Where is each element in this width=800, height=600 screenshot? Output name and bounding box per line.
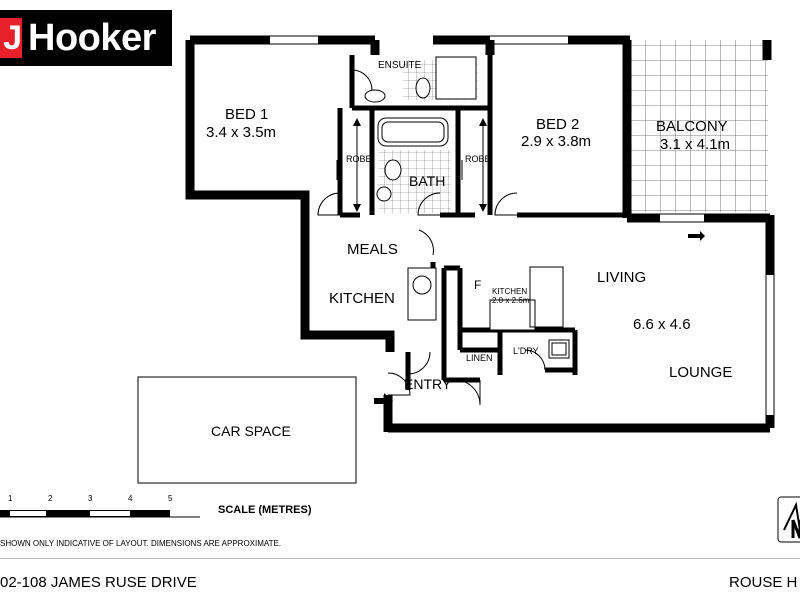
scale-label: SCALE (METRES) <box>218 504 312 516</box>
bath-label: BATH <box>409 173 446 189</box>
walls <box>185 35 775 433</box>
logo-text: Hooker <box>28 16 156 59</box>
bed1-label: BED 1 <box>225 106 269 123</box>
scale-bar <box>0 510 200 518</box>
linen-label: LINEN <box>466 353 493 363</box>
fridge-label: F <box>474 278 482 292</box>
balcony-size: 3.1 x 4.1m <box>660 136 731 153</box>
address-right: ROUSE H <box>729 574 798 591</box>
balcony-label: BALCONY <box>656 118 728 135</box>
scale-tick: 3 <box>88 494 93 503</box>
entry-label: ENTRY <box>404 376 452 392</box>
logo-mark: J <box>0 18 22 58</box>
windows <box>270 35 775 415</box>
bed1-size: 3.4 x 3.5m <box>206 124 277 141</box>
meals-label: MEALS <box>347 241 398 258</box>
footer-divider <box>0 558 800 559</box>
scale-tick: 1 <box>8 494 13 503</box>
doors <box>317 69 546 406</box>
car-space <box>137 376 357 484</box>
robe1-label: ROBE <box>346 154 372 164</box>
ensuite-label: ENSUITE <box>378 60 422 71</box>
bed2-label: BED 2 <box>536 116 580 133</box>
scale-tick: 2 <box>48 494 53 503</box>
address-left: 02-108 JAMES RUSE DRIVE <box>0 574 197 591</box>
lounge-label: LOUNGE <box>669 364 733 381</box>
disclaimer: SHOWN ONLY INDICATIVE OF LAYOUT. DIMENSI… <box>0 539 282 548</box>
laundry-label: L'DRY <box>513 346 539 356</box>
kitchen-label: KITCHEN <box>329 290 395 307</box>
living-label: LIVING <box>597 269 647 286</box>
scale-tick: 4 <box>128 494 133 503</box>
living-size: 6.6 x 4.6 <box>633 316 691 333</box>
fixtures <box>364 56 570 359</box>
north-arrow-icon <box>777 496 800 543</box>
scale-tick: 5 <box>168 494 173 503</box>
car-space-label: CAR SPACE <box>211 423 291 439</box>
robe-arrows <box>336 120 484 210</box>
entry-arrow-icon <box>374 393 393 409</box>
agency-logo: J Hooker <box>0 10 172 66</box>
interior-walls <box>337 55 627 390</box>
balcony-floor <box>630 40 768 212</box>
robe2-label: ROBE <box>465 154 491 164</box>
kitchen-small-label: KITCHEN <box>492 287 528 296</box>
kitchen-small-size: 2.0 x 2.6m <box>492 296 530 305</box>
bed2-size: 2.9 x 3.8m <box>521 133 592 150</box>
